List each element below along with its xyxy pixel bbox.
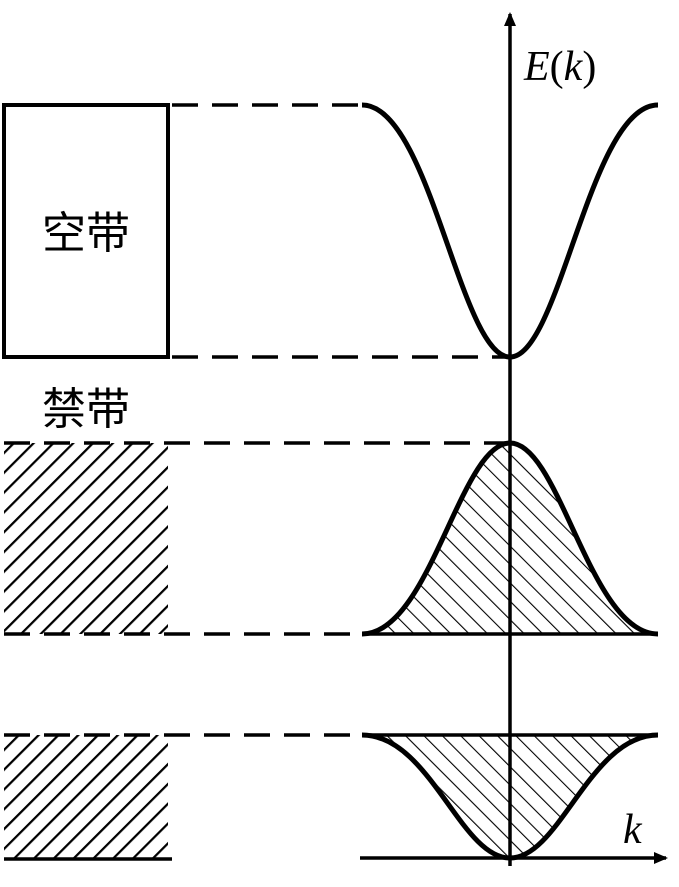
- energy-axis-label: E(k): [523, 44, 596, 90]
- empty-band-label: 空带: [42, 208, 130, 259]
- empty-band-box: [2, 103, 170, 359]
- valence-band-lower-box: [4, 735, 168, 859]
- dashed-guides: [4, 103, 510, 737]
- valence-band-upper-box: [4, 443, 168, 634]
- forbidden-band-label: 禁带: [42, 384, 130, 435]
- k-axis-label: k: [623, 807, 643, 853]
